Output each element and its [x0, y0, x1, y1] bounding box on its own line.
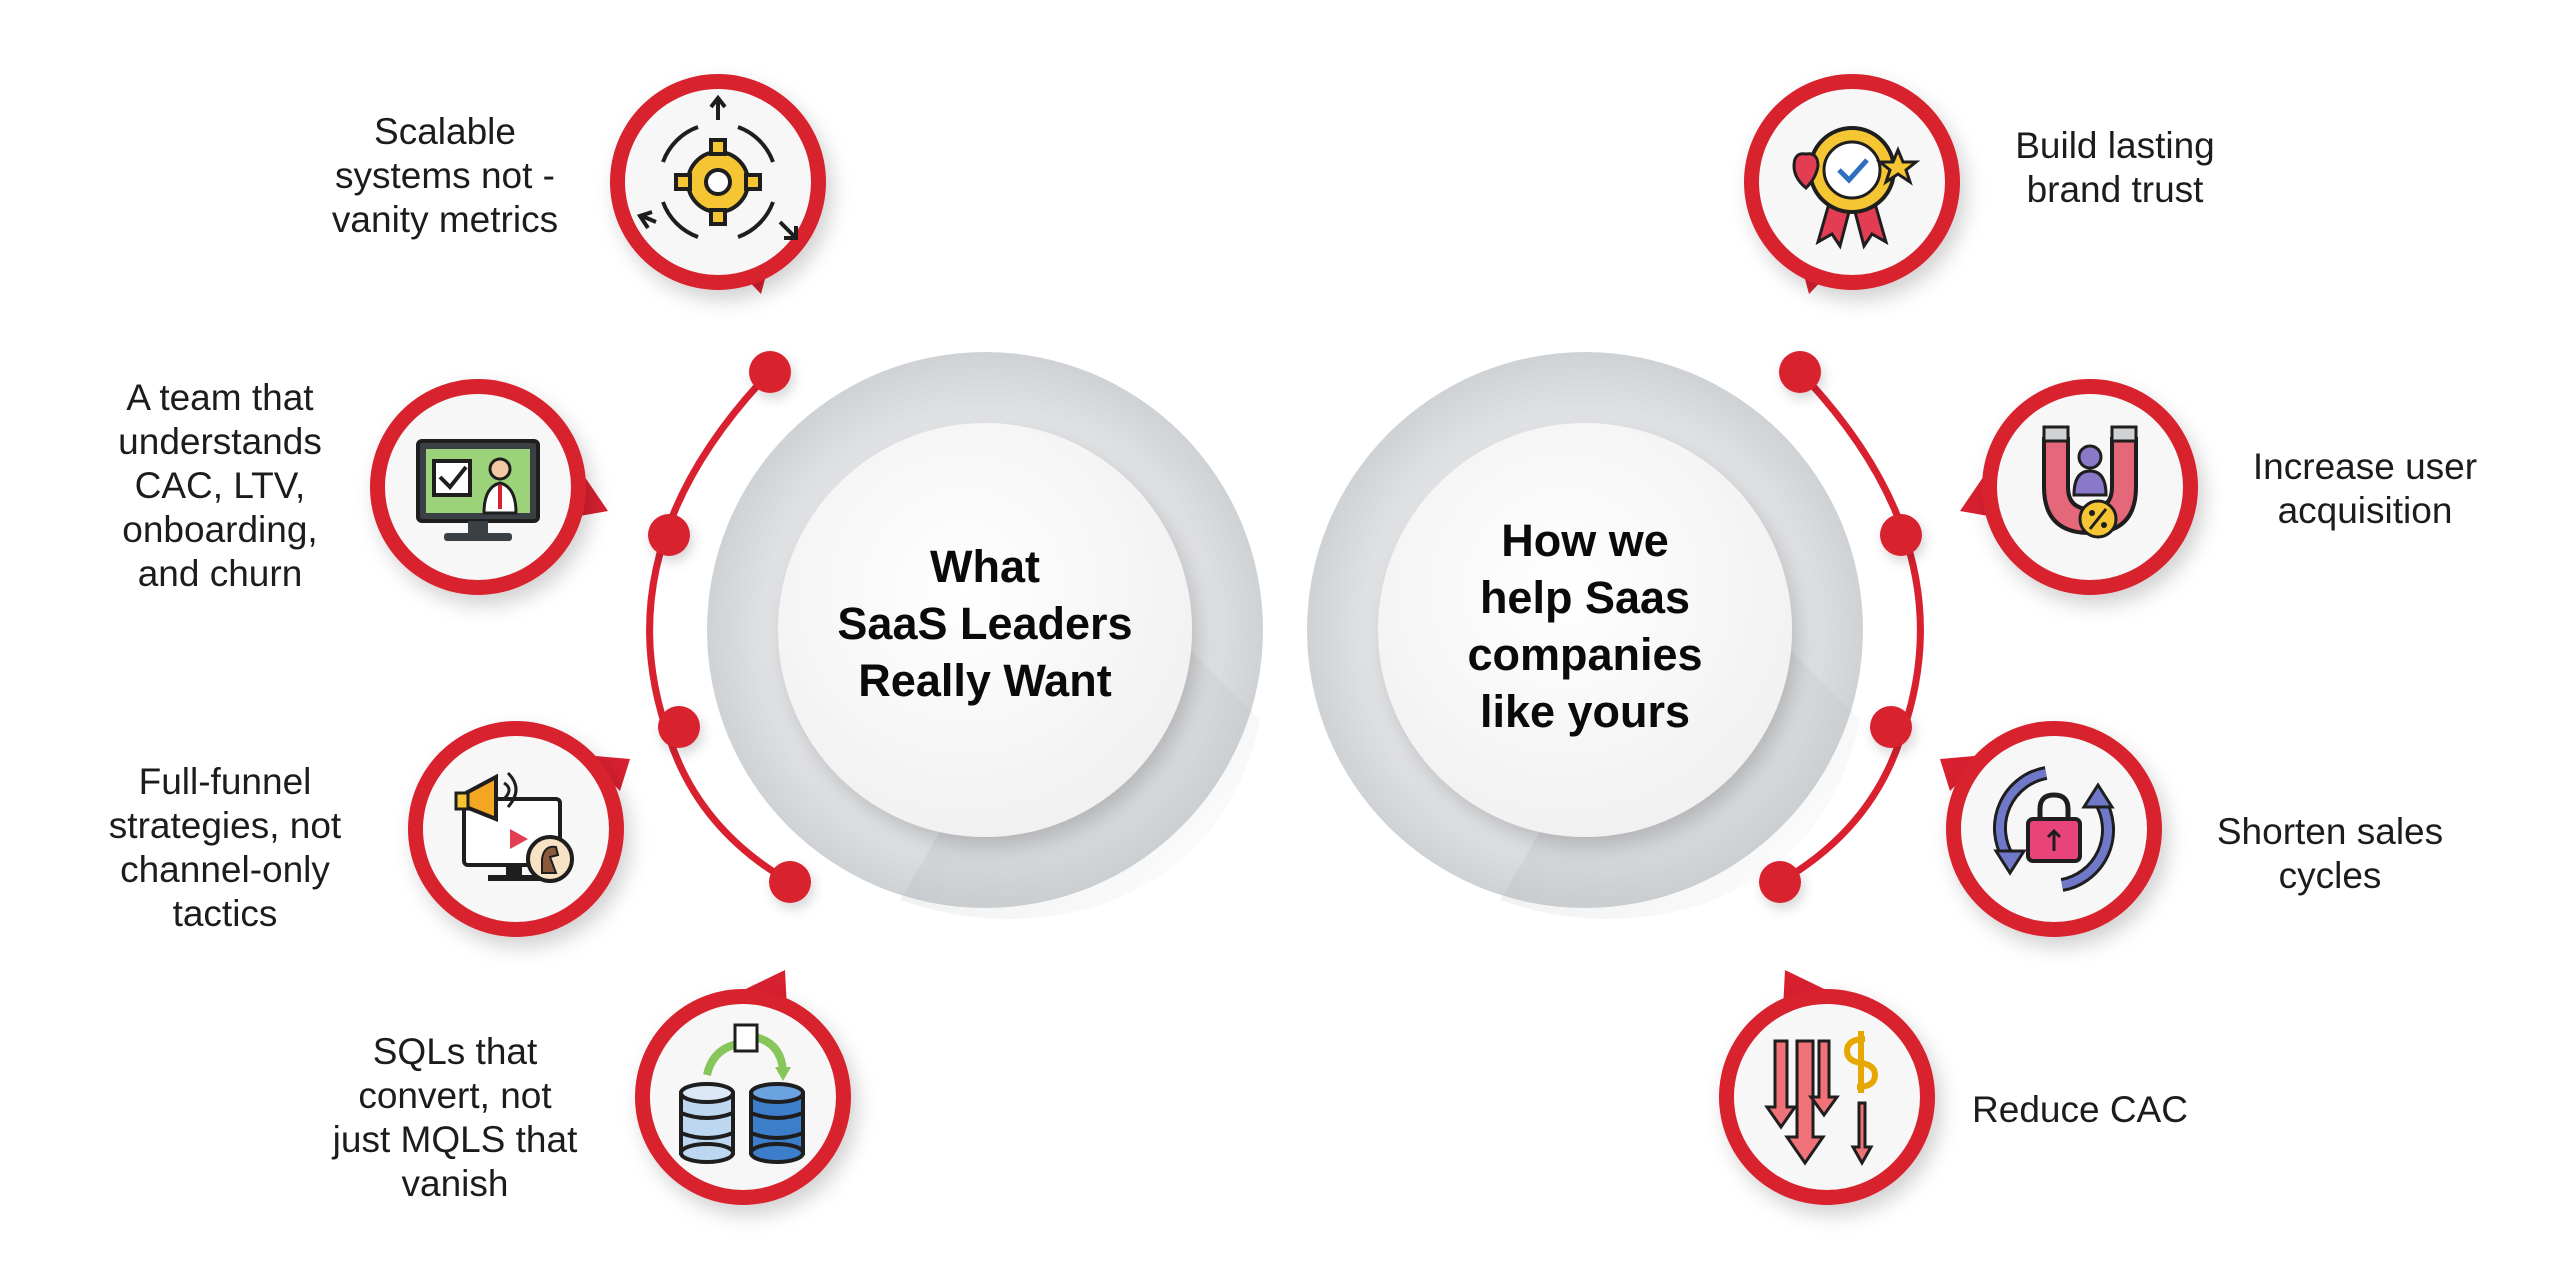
label-line: Shorten sales: [2216, 811, 2444, 852]
right-item-4-label: Reduce CAC: [1935, 1088, 2225, 1132]
trust-badge-icon: [1792, 126, 1921, 250]
label-line: understands: [118, 421, 322, 462]
right-hub-title: How we help Saas companies like yours: [1385, 512, 1785, 740]
left-hub-title-line-3: Really Want: [858, 655, 1112, 706]
left-hub-title-line-2: SaaS Leaders: [837, 598, 1133, 649]
gear-cycle-icon: [636, 94, 798, 240]
left-arc-dot-2: [648, 514, 690, 556]
left-hub-title-line-1: What: [930, 541, 1040, 592]
left-badge-4: [635, 970, 851, 1205]
right-hub-title-line-2: help Saas: [1479, 572, 1691, 623]
label-line: Build lasting: [2015, 125, 2215, 166]
label-line: brand trust: [2026, 169, 2204, 210]
database-transfer-icon: [679, 1023, 805, 1164]
monitor-checklist-icon: [416, 439, 540, 541]
right-hub-inner: [1378, 423, 1792, 837]
left-hub-inner: [778, 423, 1192, 837]
right-badge-3: [1940, 721, 2162, 937]
right-hub-title-line-1: How we: [1501, 515, 1669, 566]
right-hub-title-line-4: like yours: [1479, 686, 1691, 737]
left-arc-line: [646, 369, 792, 886]
right-badge-4: [1719, 970, 1935, 1205]
left-badge-3: [408, 721, 630, 937]
left-badge-1: [610, 74, 826, 294]
label-line: cycles: [2278, 855, 2382, 896]
label-line: Reduce CAC: [1972, 1089, 2188, 1130]
label-line: acquisition: [2277, 490, 2453, 531]
right-item-3-label: Shorten sales cycles: [2170, 810, 2490, 898]
label-line: onboarding,: [122, 509, 318, 550]
left-item-3-label: Full-funnel strategies, not channel-only…: [60, 760, 390, 936]
left-connector-arc: [646, 351, 811, 903]
label-line: and churn: [137, 553, 303, 594]
right-badge-2: [1960, 379, 2198, 595]
user-magnet-icon: [2042, 425, 2138, 539]
label-line: CAC, LTV,: [134, 465, 306, 506]
label-line: convert, not: [358, 1075, 552, 1116]
label-line: vanish: [401, 1163, 509, 1204]
right-badge-1: [1744, 74, 1960, 294]
left-item-1-label: Scalable systems not - vanity metrics: [270, 110, 620, 242]
right-arc-dot-3: [1870, 706, 1912, 748]
right-hub: [1307, 352, 1863, 919]
label-line: Scalable: [374, 111, 516, 152]
right-connector-arc: [1759, 351, 1924, 903]
left-item-4-label: SQLs that convert, not just MQLS that va…: [285, 1030, 625, 1206]
label-line: channel-only: [120, 849, 330, 890]
megaphone-strategy-icon: [454, 771, 574, 883]
left-hub: [707, 352, 1263, 919]
lock-cycle-icon: [1992, 766, 2116, 892]
right-hub-title-line-3: companies: [1467, 629, 1703, 680]
label-line: systems not -: [335, 155, 555, 196]
label-line: just MQLS that: [332, 1119, 578, 1160]
label-line: tactics: [172, 893, 278, 934]
left-badge-2: [370, 379, 608, 595]
right-item-1-label: Build lasting brand trust: [1960, 124, 2270, 212]
label-line: Increase user: [2252, 446, 2478, 487]
right-arc-dot-1: [1779, 351, 1821, 393]
left-item-2-label: A team that understands CAC, LTV, onboar…: [50, 376, 390, 596]
left-arc-dot-3: [658, 706, 700, 748]
label-line: SQLs that: [372, 1031, 538, 1072]
label-line: Full-funnel: [138, 761, 312, 802]
label-line: A team that: [126, 377, 314, 418]
label-line: strategies, not: [108, 805, 342, 846]
label-line: vanity metrics: [331, 199, 559, 240]
right-arc-dot-4: [1759, 861, 1801, 903]
right-item-2-label: Increase user acquisition: [2205, 445, 2525, 533]
left-arc-dot-4: [769, 861, 811, 903]
right-arc-dot-2: [1880, 514, 1922, 556]
right-arc-line: [1778, 369, 1924, 886]
cost-down-icon: [1764, 1031, 1879, 1167]
left-arc-dot-1: [749, 351, 791, 393]
left-hub-title: What SaaS Leaders Really Want: [785, 538, 1185, 709]
